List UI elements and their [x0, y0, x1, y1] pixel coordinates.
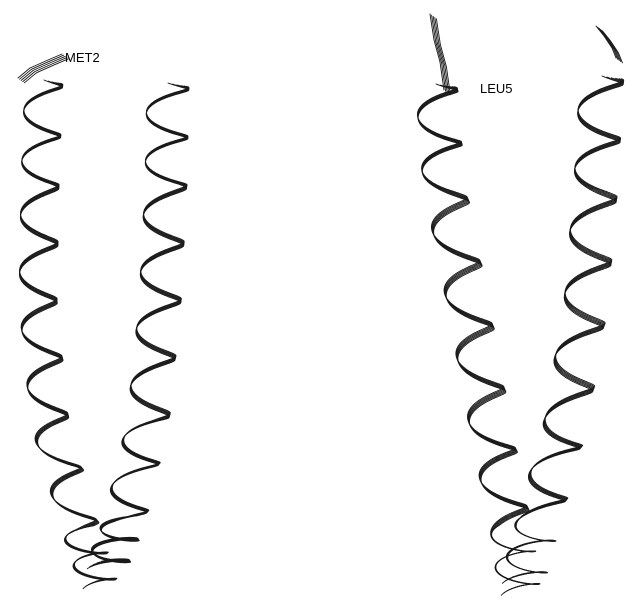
helix-strand [92, 86, 189, 565]
helix-tail [18, 54, 62, 78]
helix-strand [92, 84, 189, 561]
helix-tail [433, 16, 447, 92]
leu5-right-helix [502, 26, 623, 583]
helix-strand [19, 80, 116, 580]
helix-tail [432, 15, 446, 91]
helix-strand [20, 82, 117, 583]
helix-strand [92, 85, 189, 563]
helix-strand [507, 78, 623, 579]
helix-tail [21, 56, 65, 80]
helix-strand [418, 86, 540, 591]
helix-strand [90, 86, 189, 567]
helix-strand [502, 79, 623, 584]
helix-tail [596, 26, 616, 58]
helix-strand [20, 83, 116, 588]
helix-strand [87, 86, 189, 568]
helix-strand [19, 81, 116, 581]
leu5-panel: LEU5 [417, 14, 623, 595]
met2-right-helix [87, 83, 189, 569]
leu5-left-helix [417, 14, 540, 595]
helix-tail [20, 55, 64, 79]
met2-label: MET2 [65, 50, 100, 65]
helix-tail [435, 18, 449, 94]
helix-strand [417, 87, 539, 596]
met2-panel: MET2 [18, 50, 189, 589]
met2-left-helix [18, 54, 117, 589]
leu5-label: LEU5 [480, 81, 513, 96]
helix-strand [20, 83, 116, 587]
